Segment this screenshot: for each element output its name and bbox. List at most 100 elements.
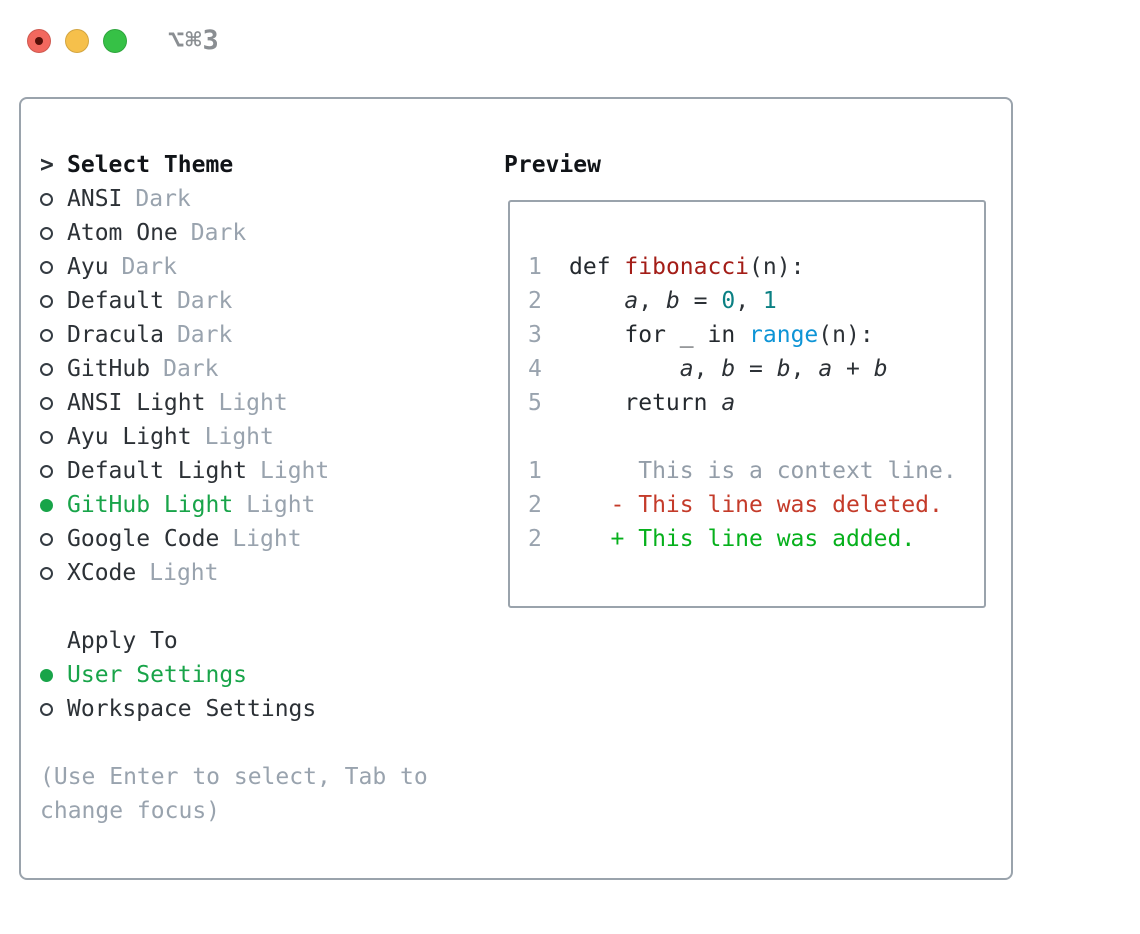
theme-option-xcode[interactable]: XCode Light [40,556,428,590]
theme-option-default-light[interactable]: Default Light Light [40,454,428,488]
token-plain: , [735,288,763,314]
code-line: 3 for _ in range(n): [528,318,984,352]
token-keyword: in [707,322,736,348]
theme-option-ansi[interactable]: ANSI Dark [40,182,428,216]
section-gap [40,726,428,760]
token-plain [735,322,749,348]
keyboard-shortcut-label: ⌥⌘3 [168,25,220,56]
option-label: ANSI [67,186,123,212]
token-plain: _ [665,322,708,348]
radio-icon [40,328,67,342]
token-plain [569,356,680,382]
option-variant-label: Light [204,424,274,450]
code-line: 2 + This line was added. [528,522,984,556]
token-plain: = [735,356,777,382]
theme-option-dracula[interactable]: Dracula Dark [40,318,428,352]
option-label: Ayu Light [67,424,192,450]
theme-option-atom-one[interactable]: Atom One Dark [40,216,428,250]
radio-icon [40,294,67,308]
token-number: 0 [721,288,736,314]
hint-text-line1: (Use Enter to select, Tab to [40,764,428,790]
option-variant-label: Dark [176,322,233,348]
option-variant-label: Dark [163,356,219,382]
select-theme-title: Select Theme [67,152,234,178]
option-variant-label: Dark [190,220,247,246]
preview-title: Preview [504,152,601,178]
option-variant-label: Light [260,458,330,484]
window-zoom-button[interactable] [103,28,127,53]
option-label: ANSI Light [67,390,206,416]
section-gap [40,590,428,624]
hint-text-line2: change focus) [40,798,221,824]
apply-to-header: Apply To [40,624,428,658]
token-variable: a [679,356,694,382]
option-label: Google Code [67,526,220,552]
line-number: 2 [528,492,542,518]
token-deleted: - This line was deleted. [569,492,943,518]
radio-icon [40,396,67,410]
apply-option-workspace-settings[interactable]: Workspace Settings [40,692,428,726]
line-number: 5 [528,390,542,416]
token-plain [569,288,624,314]
token-plain: (n): [749,254,805,280]
token-added: + This line was added. [569,526,916,552]
token-plain: (n): [818,322,874,348]
token-plain: , [790,356,819,382]
token-plain: , [693,356,722,382]
code-line: 4 a, b = b, a + b [528,352,984,386]
theme-option-github[interactable]: GitHub Dark [40,352,428,386]
option-label: GitHub [67,356,151,382]
option-label: Dracula [67,322,164,348]
token-plain: + [832,356,874,382]
radio-selected-icon [40,668,67,682]
token-variable: b [721,356,736,382]
radio-icon [40,226,67,240]
line-number: 2 [528,526,542,552]
token-variable: b [665,288,680,314]
code-line: 5 return a [528,386,984,420]
option-variant-label: Light [246,492,316,518]
code-line [528,420,984,454]
option-variant-label: Dark [135,186,191,212]
theme-option-ayu-light[interactable]: Ayu Light Light [40,420,428,454]
code-line: 2 - This line was deleted. [528,488,984,522]
option-label: Default Light [67,458,248,484]
token-builtin: range [749,322,819,348]
option-variant-label: Light [149,560,219,586]
prompt-icon: > [40,152,54,178]
token-plain: = [679,288,722,314]
apply-option-user-settings[interactable]: User Settings [40,658,428,692]
radio-selected-icon [40,498,67,512]
code-line: 2 a, b = 0, 1 [528,284,984,318]
radio-icon [40,192,67,206]
apply-to-title: Apply To [67,628,178,654]
token-keyword: for [624,322,666,348]
window-titlebar: ⌥⌘3 [27,25,220,56]
line-number: 1 [528,458,542,484]
select-theme-header: > Select Theme [40,148,428,182]
token-number: 1 [762,288,777,314]
option-label: XCode [67,560,137,586]
token-plain: , [638,288,666,314]
token-plain [707,390,721,416]
token-variable: a [818,356,833,382]
radio-icon [40,362,67,376]
token-plain [569,390,624,416]
window-close-button[interactable] [27,28,51,53]
line-number: 2 [528,288,542,314]
option-label: Atom One [67,220,178,246]
token-keyword: return [624,390,708,416]
radio-icon [40,464,67,478]
window-minimize-button[interactable] [65,28,89,53]
